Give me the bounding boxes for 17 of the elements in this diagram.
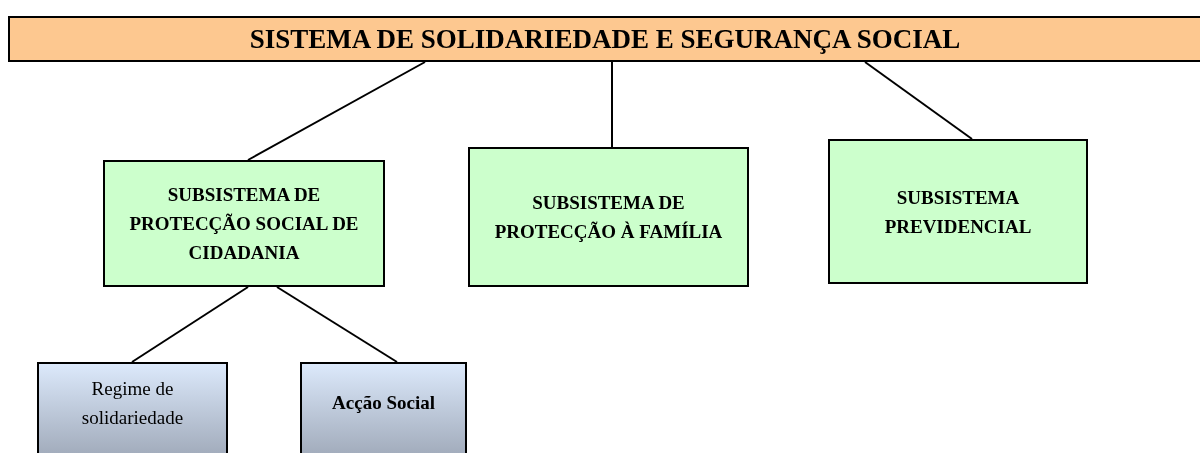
connector-line	[276, 286, 398, 363]
node-label: SISTEMA DE SOLIDARIEDADE E SEGURANÇA SOCIAL	[249, 22, 961, 56]
connector-line	[864, 61, 973, 140]
connector-line	[247, 61, 426, 161]
node-label: SUBSISTEMA DE PROTECÇÃO SOCIAL DE CIDADANIA	[128, 183, 360, 265]
subsystem-box	[103, 160, 385, 287]
title-bar	[8, 16, 1200, 62]
regime-box	[300, 362, 467, 453]
connector-line	[611, 61, 613, 148]
node-label: Acção Social	[332, 391, 435, 415]
subsystem-box	[468, 147, 749, 287]
node-label: SUBSISTEMA PREVIDENCIAL	[883, 185, 1033, 239]
node-label: Regime de solidariedade	[80, 376, 185, 430]
connector-line	[131, 286, 249, 363]
subsystem-box	[828, 139, 1088, 284]
node-label: SUBSISTEMA DE PROTECÇÃO À FAMÍLIA	[493, 191, 724, 244]
regime-box	[37, 362, 228, 453]
